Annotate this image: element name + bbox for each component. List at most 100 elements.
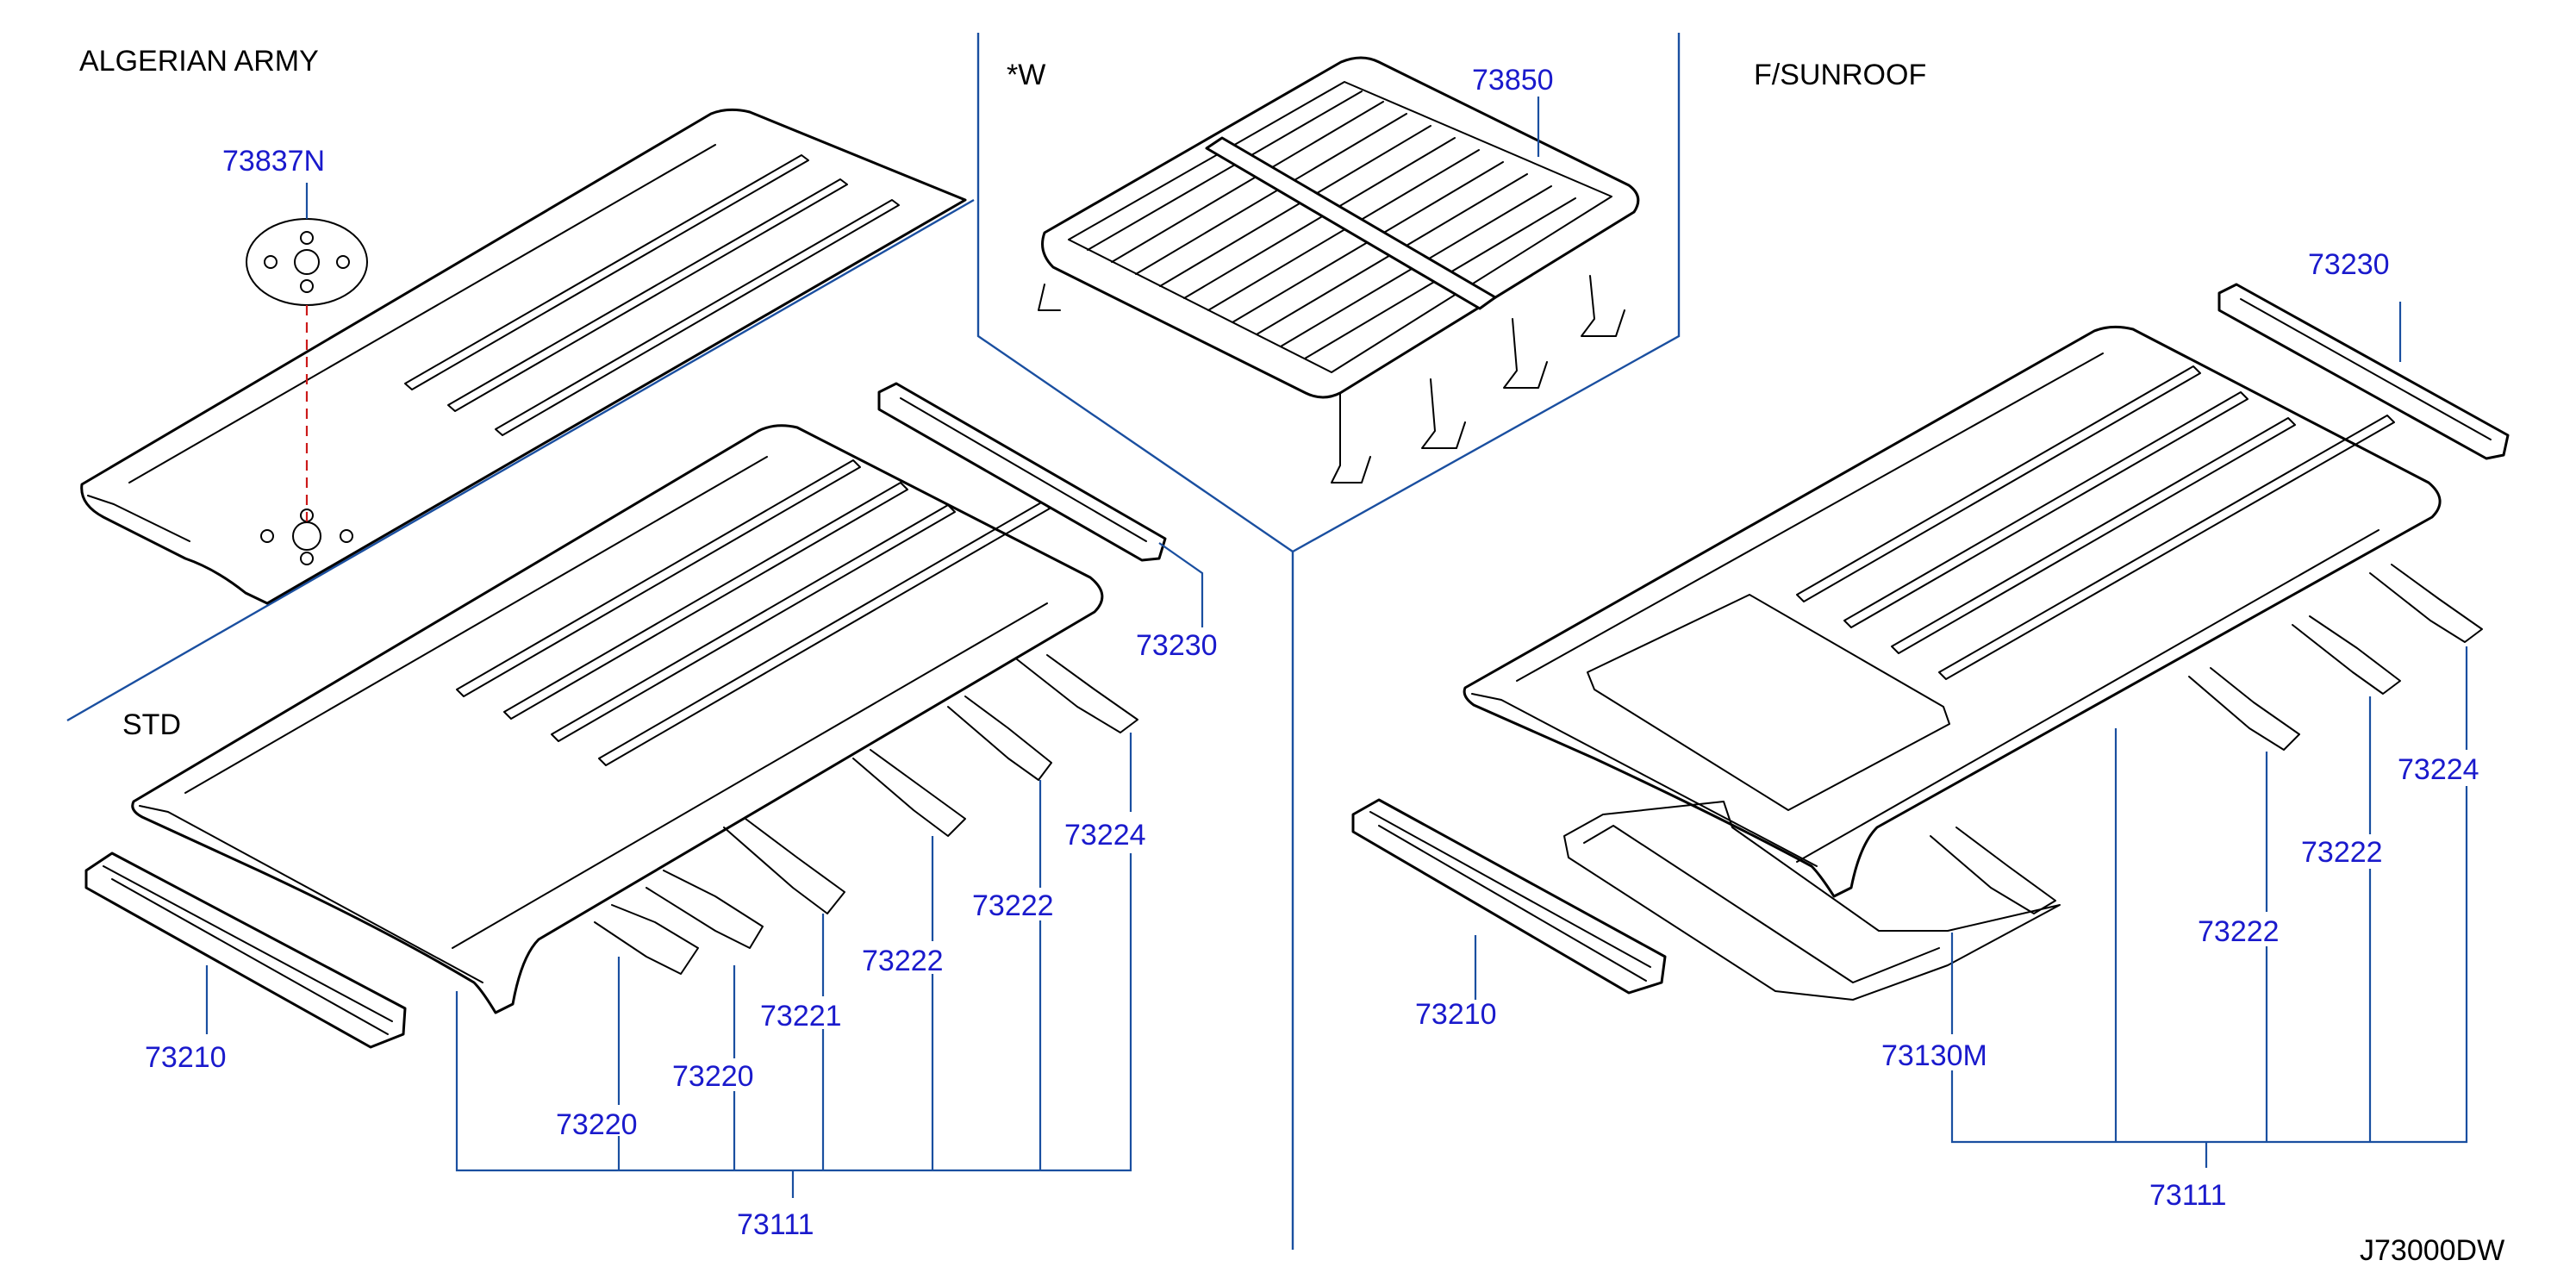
- army-hole-4: [340, 529, 353, 543]
- rack-foot-3: [1503, 318, 1548, 389]
- rack-foot-5: [1038, 284, 1061, 311]
- sunroof-rib-2: [1796, 365, 2201, 602]
- rail-73230-right-detail: [2240, 298, 2492, 440]
- rail-73230-left: [877, 382, 1204, 627]
- sunroof-bow-4: [2369, 564, 2483, 643]
- part-label-73224-left: 73224: [1064, 819, 1146, 852]
- rail-73210-right-detail-2: [1378, 825, 1647, 982]
- part-label-73221: 73221: [760, 1000, 842, 1033]
- rack-slat-2: [1111, 101, 1384, 263]
- part-label-73230-right: 73230: [2308, 248, 2390, 281]
- sunroof-rib-4: [1891, 417, 2296, 654]
- part-label-73111-left: 73111: [737, 1208, 814, 1241]
- rack-slat-3: [1135, 113, 1407, 275]
- part-label-73220-a: 73220: [556, 1108, 638, 1141]
- section-label-algerian-army: ALGERIAN ARMY: [79, 45, 319, 78]
- sunroof-roof-panel: [1463, 325, 2483, 1001]
- std-roof-edge: [139, 805, 483, 983]
- rail-73230-left-detail: [900, 397, 1147, 542]
- std-bow-73222a: [852, 749, 966, 837]
- rail-73210-right-detail-1: [1369, 811, 1651, 968]
- sunroof-bow-3: [2292, 615, 2401, 695]
- sunroof-frame-73130M: [1563, 801, 2061, 1001]
- std-rib-4: [551, 504, 956, 742]
- part-label-73230-left: 73230: [1136, 629, 1218, 662]
- rack-foot-4: [1581, 275, 1625, 337]
- part-label-73222-left-a: 73222: [862, 945, 944, 977]
- roof-rack-73850: [1038, 56, 1640, 484]
- rail-73210-left: [84, 852, 407, 1049]
- army-rib-3a: [447, 178, 848, 412]
- army-roof-edge: [87, 495, 190, 542]
- sunroof-rib-1: [1516, 353, 2104, 682]
- divider-w-left: [976, 33, 1294, 552]
- rail-73210-right: [1351, 798, 1667, 1000]
- gasket-center-hole: [294, 249, 320, 275]
- gasket-73837N: [246, 183, 368, 521]
- std-bow-73221: [723, 818, 845, 914]
- std-bow-73222b: [947, 696, 1052, 781]
- rack-foot-2: [1421, 378, 1466, 449]
- part-label-73222-left-b: 73222: [972, 889, 1054, 922]
- divider-army-std: [66, 198, 975, 722]
- section-label-f-sunroof: F/SUNROOF: [1754, 59, 1926, 91]
- army-roof-panel: [80, 108, 967, 605]
- part-number-labels: 73837N 73850 73230 73230 73224 73224 732…: [145, 64, 2479, 1241]
- leader-73230-left: [1158, 542, 1204, 627]
- sunroof-opening: [1587, 594, 1950, 811]
- leader-73111-right-tree: [1950, 728, 2468, 1168]
- diagram-code: J73000DW: [2360, 1234, 2504, 1267]
- std-bow-73220b: [646, 870, 764, 949]
- std-leader-tree: [455, 733, 1132, 1198]
- section-label-std: STD: [122, 708, 181, 741]
- std-rib-2: [456, 459, 861, 697]
- sunroof-roof-edge: [1471, 693, 1818, 867]
- sunroof-leader-tree: [1950, 646, 2468, 1168]
- sunroof-rib-3: [1843, 391, 2249, 628]
- part-label-73130M: 73130M: [1881, 1039, 1987, 1072]
- sunroof-rib-5: [1938, 415, 2395, 680]
- rail-73210-right-body: [1351, 798, 1667, 995]
- std-roof-panel: [131, 424, 1138, 1014]
- std-bow-73220a: [594, 904, 699, 975]
- army-hole-2: [300, 552, 314, 565]
- rack-slat-4: [1159, 125, 1431, 287]
- part-label-73111-right: 73111: [2149, 1179, 2227, 1212]
- army-rib-1: [128, 144, 716, 484]
- section-dividers: [66, 33, 1681, 1250]
- rack-slat-5: [1183, 137, 1456, 299]
- rack-crossbar: [1205, 136, 1497, 310]
- part-label-73210-right: 73210: [1415, 998, 1497, 1031]
- sunroof-rib-6: [1796, 529, 2380, 863]
- std-rib-6: [452, 602, 1048, 949]
- leader-73111-left-tree: [455, 853, 1132, 1198]
- section-labels: ALGERIAN ARMY *W F/SUNROOF STD: [79, 45, 1926, 741]
- gasket-hole-4: [336, 255, 350, 269]
- part-label-73850: 73850: [1472, 64, 1554, 97]
- std-roof-outline: [131, 424, 1104, 1014]
- rail-73230-right: [2217, 283, 2510, 460]
- army-rib-2a: [404, 154, 809, 390]
- std-bow-73224: [1016, 654, 1138, 733]
- std-rib-1: [184, 456, 768, 794]
- army-hole-3: [260, 529, 274, 543]
- army-roof-outline: [80, 108, 967, 605]
- gasket-hole-2: [300, 279, 314, 293]
- section-label-w: *W: [1007, 59, 1045, 91]
- rail-73210-left-detail-1: [103, 865, 393, 1022]
- part-label-73222-right-b: 73222: [2198, 915, 2280, 948]
- part-label-73220-b: 73220: [672, 1060, 754, 1093]
- part-label-73837N: 73837N: [222, 145, 325, 178]
- std-rib-3: [503, 482, 908, 720]
- sunroof-bow-2: [2188, 667, 2300, 751]
- rail-73210-left-detail-2: [111, 878, 389, 1035]
- part-label-73224-right: 73224: [2398, 753, 2479, 786]
- gasket-hole-1: [300, 231, 314, 245]
- sunroof-frame-inner: [1583, 825, 1940, 983]
- sunroof-bow-1: [1930, 827, 2056, 914]
- gasket-hole-3: [264, 255, 278, 269]
- rack-foot-1: [1331, 392, 1371, 484]
- part-label-73222-right-a: 73222: [2301, 836, 2383, 869]
- rack-frame-inner: [1068, 81, 1612, 373]
